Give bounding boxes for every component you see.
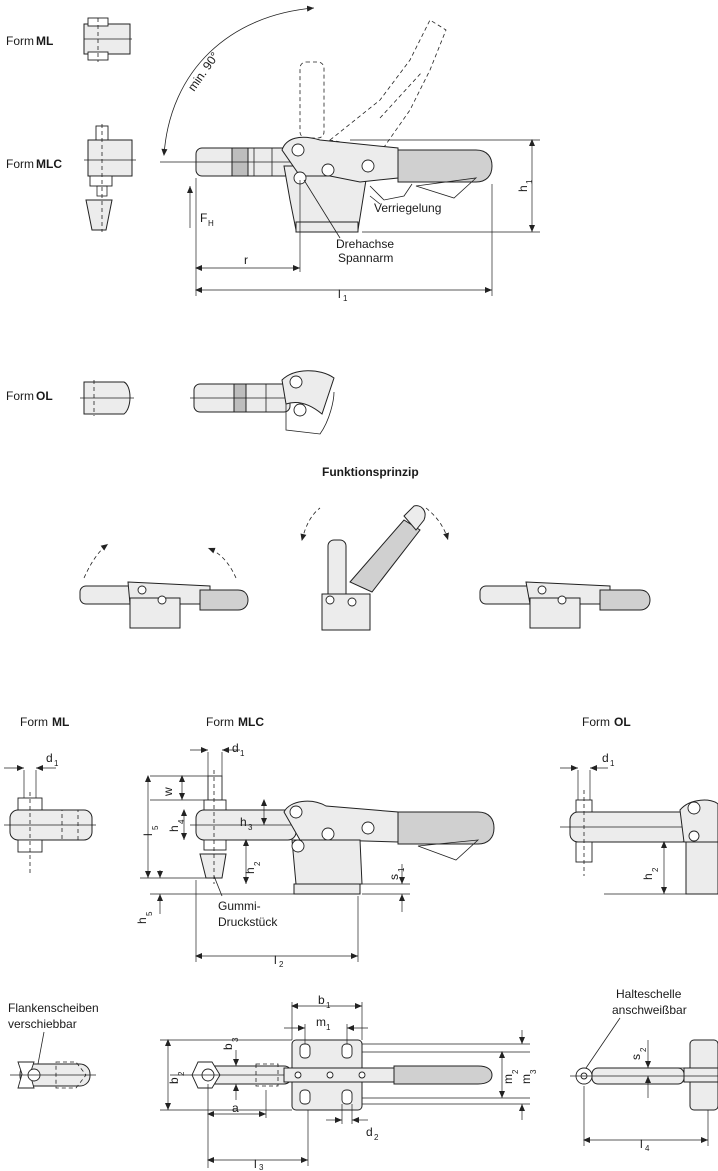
l2-label: l (274, 953, 277, 967)
form-ml-text: Form (6, 34, 34, 48)
fh-sub: H (208, 219, 214, 228)
mlc-dimension-view: d 1 w l 5 h 4 h 3 h 2 s 1 h 5 (135, 741, 495, 969)
ol-dimension-view: d 1 h 2 (560, 751, 718, 895)
main-clamp-drawing: min. 90° F H Verriegelung Drehachse Span… (160, 5, 540, 303)
w-label: w (161, 787, 175, 797)
svg-text:1: 1 (326, 1001, 331, 1010)
top-view-main: b 1 m 1 b 2 b 3 m 2 m 3 d (160, 993, 538, 1171)
min-angle-label: min. 90° (185, 49, 222, 93)
svg-text:Form: Form (206, 715, 234, 729)
form-mlc-code: MLC (36, 157, 62, 171)
form-mlc-text: Form (6, 157, 34, 171)
form-ml-label-dims: Form ML (20, 715, 69, 729)
l3-label: l (254, 1157, 257, 1171)
principle-view-1 (79, 543, 249, 629)
m2-label: m (501, 1074, 515, 1084)
svg-text:5: 5 (151, 825, 160, 830)
svg-text:4: 4 (177, 819, 186, 824)
svg-text:4: 4 (645, 1144, 650, 1153)
svg-text:3: 3 (259, 1163, 264, 1171)
svg-text:2: 2 (639, 1047, 648, 1052)
form-ml-code: ML (36, 34, 53, 48)
b2-label: b (167, 1077, 181, 1084)
ol-d1-label: d (602, 751, 609, 765)
svg-text:MLC: MLC (238, 715, 264, 729)
verriegelung-label: Verriegelung (374, 201, 441, 215)
mlc-d1-label: d (232, 741, 239, 755)
spannarm-label: Spannarm (338, 251, 393, 265)
form-mlc-label-dims: Form MLC (206, 715, 264, 729)
funktionsprinzip-title: Funktionsprinzip (322, 465, 419, 479)
form-ml-label-top: Form ML (6, 34, 53, 48)
form-ol-label-dims: Form OL (582, 715, 631, 729)
form-ol-text: Form (6, 389, 34, 403)
ml-dimension-view: d 1 (4, 751, 96, 876)
svg-text:5: 5 (145, 911, 154, 916)
ol-h2-label: h (641, 873, 655, 880)
d2-label: d (366, 1125, 373, 1139)
b1-label: b (318, 993, 325, 1007)
form-ol-label-top: Form OL (6, 389, 53, 403)
svg-text:2: 2 (651, 867, 660, 872)
svg-text:Form: Form (20, 715, 48, 729)
l4-label: l (640, 1137, 643, 1151)
m1-label: m (316, 1015, 326, 1029)
b3-label: b (221, 1043, 235, 1050)
r-label: r (244, 253, 248, 267)
form-ml-small-view (83, 17, 132, 62)
svg-text:2: 2 (374, 1133, 379, 1142)
gummi-label: Gummi- (218, 899, 261, 913)
form-ol-code: OL (36, 389, 53, 403)
h2-label: h (243, 867, 257, 874)
l5-label: l (141, 833, 155, 836)
principle-view-3 (479, 581, 651, 629)
svg-text:3: 3 (231, 1037, 240, 1042)
svg-text:1: 1 (397, 867, 406, 872)
s1-label: s (387, 874, 401, 880)
svg-text:OL: OL (614, 715, 631, 729)
form-mlc-small-view (84, 124, 136, 232)
h1-label: h (516, 185, 530, 192)
h3-label: h (240, 815, 247, 829)
a-label: a (232, 1101, 239, 1115)
form-mlc-label-top: Form MLC (6, 157, 62, 171)
fh-label: F (200, 211, 207, 225)
h1-sub: 1 (525, 179, 534, 184)
h4-label: h (167, 825, 181, 832)
svg-text:2: 2 (279, 960, 284, 969)
form-ol-main-view (190, 370, 335, 435)
verschiebbar-label: verschiebbar (8, 1017, 77, 1031)
principle-view-2 (300, 505, 449, 631)
svg-text:2: 2 (253, 861, 262, 866)
svg-text:1: 1 (54, 759, 59, 768)
s2-label: s (629, 1054, 643, 1060)
svg-text:2: 2 (177, 1071, 186, 1076)
svg-text:1: 1 (326, 1023, 331, 1032)
drehachse-label: Drehachse (336, 237, 394, 251)
m3-label: m (519, 1074, 533, 1084)
svg-text:ML: ML (52, 715, 69, 729)
druckstueck-label: Druckstück (218, 915, 278, 929)
svg-text:3: 3 (248, 823, 253, 832)
svg-text:Form: Form (582, 715, 610, 729)
svg-text:1: 1 (240, 749, 245, 758)
halteschelle-view: Halteschelle anschweißbar s 2 l 4 (570, 987, 718, 1153)
svg-text:1: 1 (610, 759, 615, 768)
svg-text:3: 3 (529, 1069, 538, 1074)
ml-d1-label: d (46, 751, 53, 765)
halteschelle-label: Halteschelle (616, 987, 682, 1001)
l1-label: l (338, 287, 341, 301)
anschweissbar-label: anschweißbar (612, 1003, 687, 1017)
flankenscheiben-view: Flankenscheiben verschiebbar (8, 1001, 99, 1089)
h5-label: h (135, 917, 149, 924)
svg-text:2: 2 (511, 1069, 520, 1074)
form-ol-small-view (80, 380, 134, 416)
l1-sub: 1 (343, 294, 348, 303)
flankenscheiben-label: Flankenscheiben (8, 1001, 99, 1015)
